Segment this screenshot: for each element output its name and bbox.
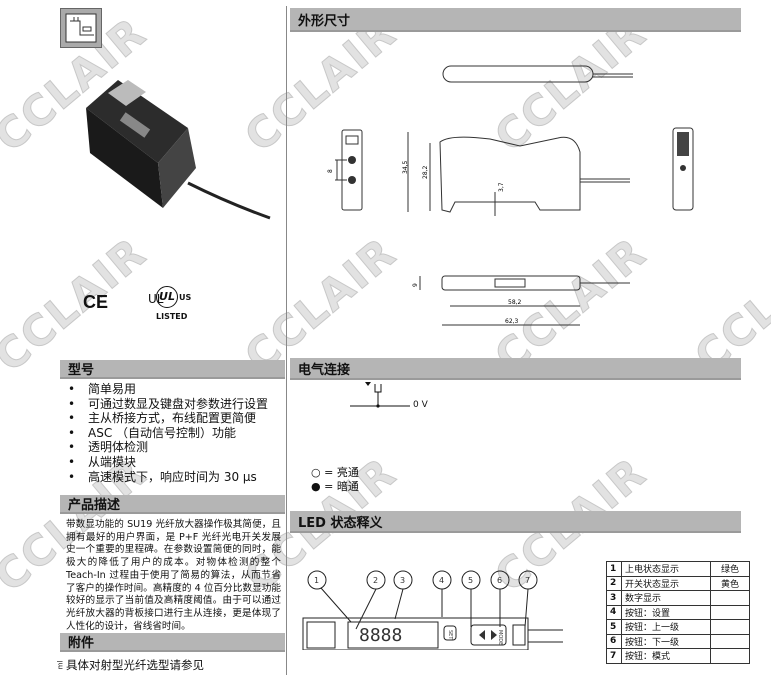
feature-item: 高速模式下，响应时间为 30 µs — [68, 470, 268, 485]
fiber-amplifier-category-icon — [60, 8, 102, 48]
ul-listed-mark: UL UL US LISTED — [148, 286, 194, 326]
callout-5: 5 — [468, 576, 473, 585]
electrical-header: 电气连接 — [290, 358, 741, 380]
accessories-text: 具体对射型光纤选型请参见 — [66, 658, 204, 672]
feature-item: 透明体检测 — [68, 440, 268, 455]
callout-2: 2 — [373, 576, 378, 585]
ce-mark: CE — [83, 292, 109, 312]
mode-label: MODE — [497, 630, 503, 645]
feature-item: 可通过数显及键盘对参数进行设置 — [68, 397, 268, 412]
feature-item: 从端模块 — [68, 455, 268, 470]
wiring-diagram — [350, 382, 410, 408]
feature-item: 主从桥接方式，布线配置更简便 — [68, 411, 268, 426]
callout-1: 1 — [314, 576, 319, 585]
dim-label: 28,2 — [422, 165, 429, 179]
dim-label: 8 — [327, 169, 334, 173]
column-divider — [286, 6, 287, 675]
dim-label: 62,3 — [505, 318, 519, 325]
svg-text:8888: 8888 — [359, 625, 402, 646]
filled-circle-icon: ● — [311, 480, 321, 493]
callout-4: 4 — [439, 576, 444, 585]
dim-label: 3,7 — [498, 182, 505, 192]
dimensions-header: 外形尺寸 — [290, 8, 741, 32]
dimension-drawing: 8 34,5 28,2 3,7 9 58,2 62,3 — [327, 65, 694, 326]
margin-mark: ml — [56, 660, 65, 670]
dim-label: 58,2 — [508, 299, 522, 306]
legend-dark-on: ● = 暗通 — [311, 478, 359, 494]
feature-item: ASC （自动信号控制）功能 — [68, 426, 268, 441]
legend-text: = 暗通 — [324, 480, 359, 493]
callout-7: 7 — [525, 576, 530, 585]
model-header: 型号 — [60, 360, 285, 379]
feature-item: 简单易用 — [68, 382, 268, 397]
callout-3: 3 — [400, 576, 405, 585]
led-header: LED 状态释义 — [290, 511, 741, 533]
callout-6: 6 — [497, 576, 502, 585]
description-header: 产品描述 — [60, 495, 285, 514]
led-device-diagram: 1 2 3 4 5 6 7 8888 SET MODE — [302, 570, 563, 650]
legend-light-on: ○ = 亮通 — [311, 464, 359, 480]
accessories-header: 附件 — [60, 633, 285, 652]
product-photo — [86, 80, 271, 220]
set-label: SET — [447, 630, 453, 640]
dim-label: 34,5 — [402, 160, 409, 174]
zero-volt-label: 0 V — [413, 400, 428, 410]
legend-text: = 亮通 — [324, 466, 359, 479]
open-circle-icon: ○ — [311, 466, 321, 479]
feature-list: 简单易用 可通过数显及键盘对参数进行设置 主从桥接方式，布线配置更简便 ASC … — [62, 382, 268, 484]
product-description: 带数显功能的 SU19 光纤放大器操作极其简便，且拥有最好的用户界面，是 P+F… — [66, 519, 281, 632]
dim-label: 9 — [412, 283, 419, 287]
